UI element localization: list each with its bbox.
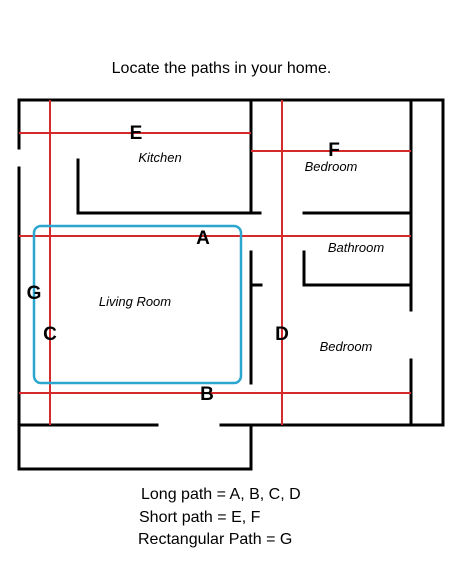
room-labels: Kitchen Bedroom Bathroom Living Room Bed… (99, 150, 384, 354)
page-title: Locate the paths in your home. (111, 60, 332, 77)
red-paths (19, 100, 411, 425)
legend-long-path: Long path = A, B, C, D (141, 486, 301, 503)
path-label-g: G (27, 283, 42, 304)
room-label-bedroom-bottom: Bedroom (320, 339, 373, 354)
path-label-d: D (275, 324, 289, 345)
room-label-kitchen: Kitchen (138, 150, 181, 165)
path-label-a: A (196, 228, 210, 249)
room-label-bathroom: Bathroom (328, 240, 385, 255)
path-letters: E F A G C D B (27, 123, 340, 405)
path-label-e: E (130, 123, 143, 144)
path-label-b: B (200, 384, 214, 405)
room-label-living-room: Living Room (99, 294, 171, 309)
path-g-rect (32, 224, 243, 385)
legend-short-path: Short path = E, F (139, 509, 261, 526)
room-label-bedroom-top: Bedroom (305, 159, 358, 174)
path-label-f: F (328, 140, 340, 161)
path-label-c: C (43, 324, 57, 345)
walls (17, 98, 445, 471)
legend-rectangular-path: Rectangular Path = G (138, 531, 293, 548)
